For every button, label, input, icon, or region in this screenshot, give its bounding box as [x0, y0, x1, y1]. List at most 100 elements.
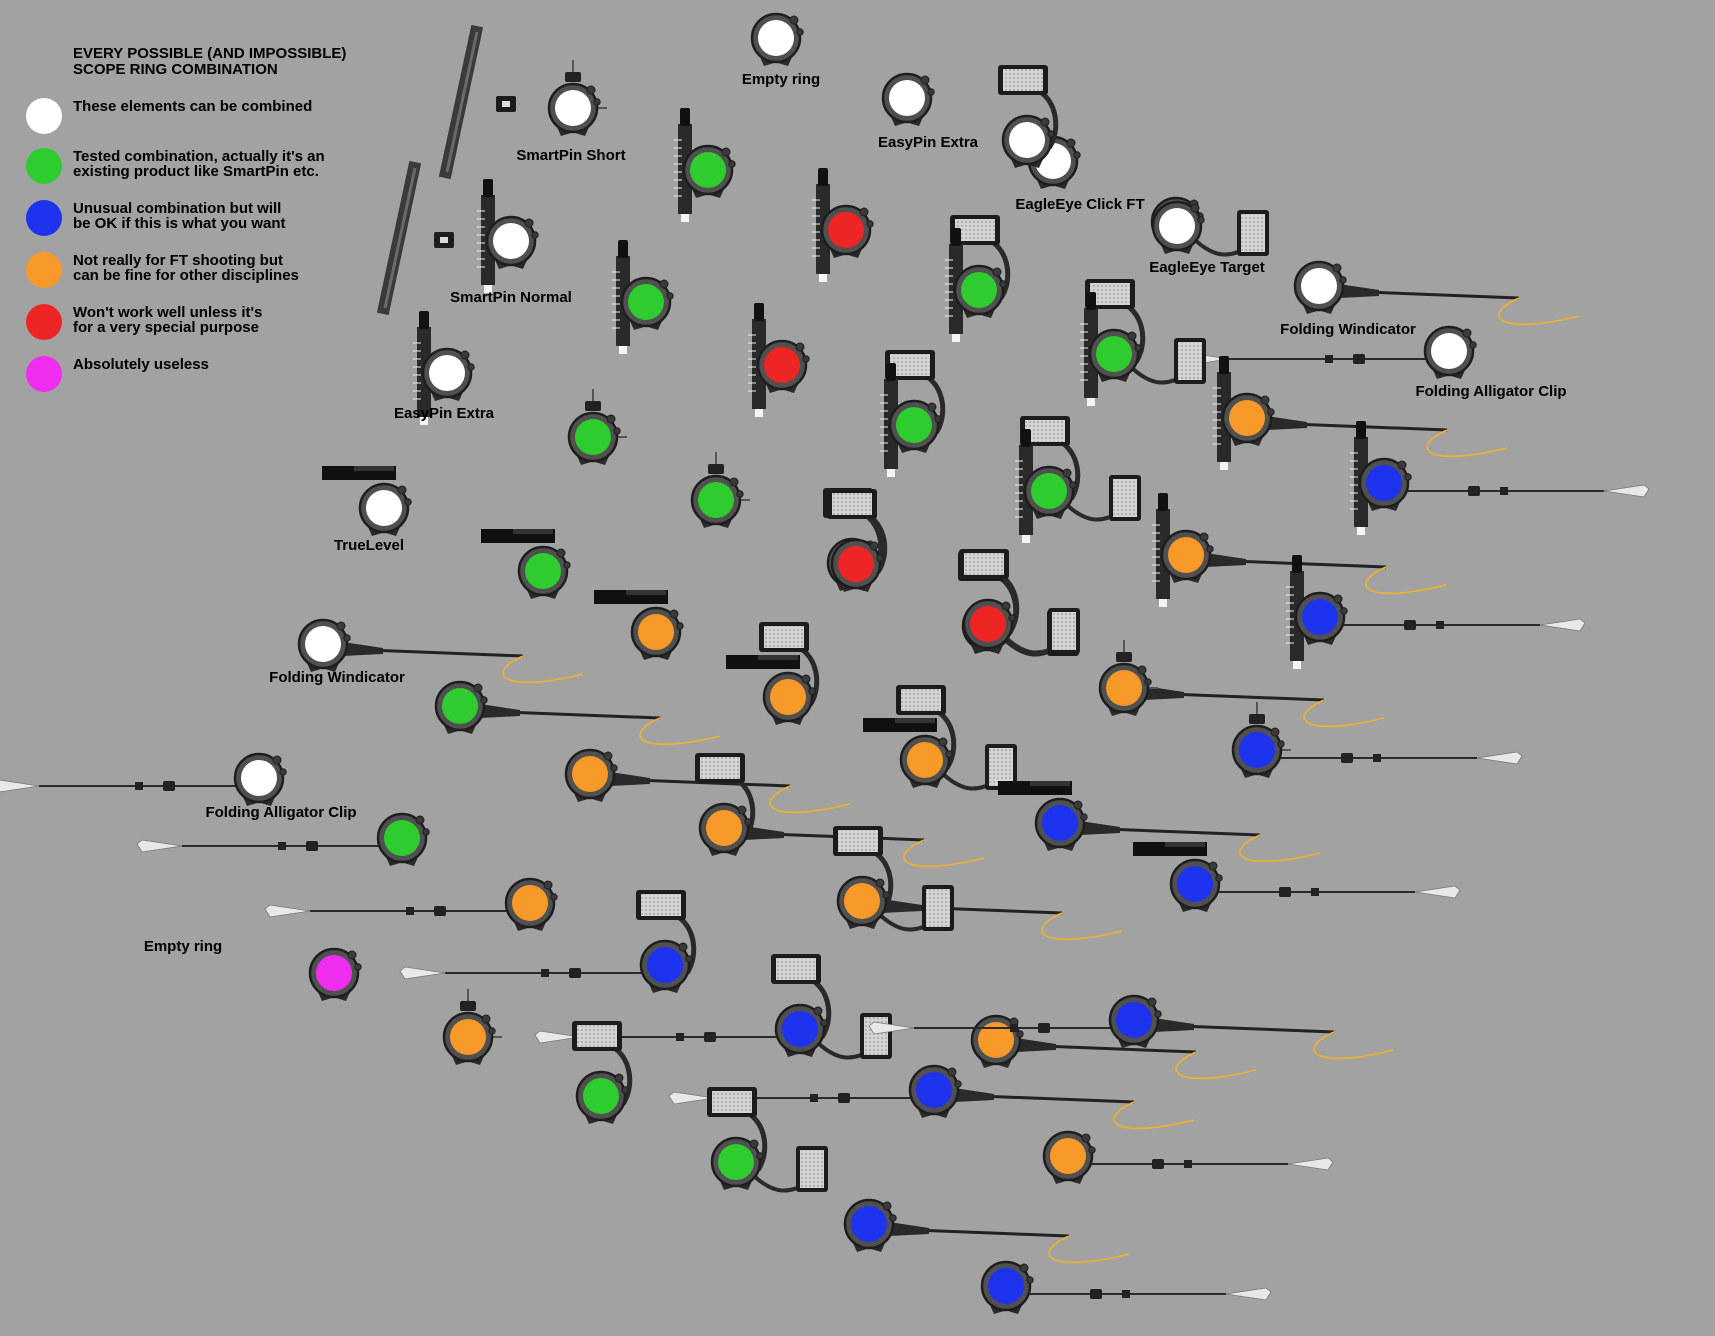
ring-fill-green — [690, 152, 726, 188]
scope-ring — [970, 1014, 1024, 1068]
truelevel-block — [863, 718, 937, 732]
ring-fill-orange — [844, 883, 880, 919]
scope-ring — [564, 748, 618, 802]
ring-fill-red — [828, 212, 864, 248]
scope-ring — [1169, 858, 1223, 912]
scope-ring — [434, 680, 488, 734]
windicator-arm — [1143, 686, 1385, 728]
legend-dot-red — [26, 304, 62, 340]
eagleeye-pad — [759, 622, 820, 707]
windicator-arm — [881, 899, 1123, 941]
alligator-clip-arm — [534, 1030, 778, 1044]
legend-dot-green — [26, 148, 62, 184]
combination-magenta-57 — [308, 947, 362, 1001]
scope-ring — [1088, 328, 1142, 382]
combination-green-14 — [674, 108, 736, 222]
ring-fill-green — [896, 407, 932, 443]
ring-fill-white — [1301, 268, 1337, 304]
combination-white-12 — [0, 752, 287, 806]
ring-fill-red — [838, 546, 874, 582]
ring-fill-green — [384, 820, 420, 856]
ring-fill-orange — [572, 756, 608, 792]
alligator-clip-arm — [1028, 1287, 1272, 1301]
combination-white-1 — [881, 72, 935, 126]
windicator-arm — [1338, 284, 1580, 326]
combination-white-7 — [998, 65, 1059, 168]
ring-fill-orange — [978, 1022, 1014, 1058]
label-smartpin-normal: SmartPin Normal — [450, 289, 572, 306]
ring-fill-white — [1431, 333, 1467, 369]
combination-items — [0, 12, 1650, 1314]
ring-fill-blue — [851, 1206, 887, 1242]
eagleeye-target — [752, 1146, 828, 1193]
scope-ring — [1358, 457, 1412, 511]
scope-ring — [567, 411, 621, 465]
combination-blue-44 — [1350, 421, 1650, 535]
combination-white-4 — [547, 60, 607, 136]
ring-fill-green — [442, 688, 478, 724]
label-easypin-extra-top: EasyPin Extra — [877, 134, 979, 151]
scope-ring — [843, 1198, 897, 1252]
truelevel-block — [594, 590, 668, 604]
scope-ring — [820, 204, 874, 258]
ring-fill-white — [1009, 122, 1045, 158]
alligator-clip-arm — [1090, 1157, 1334, 1171]
eagleeye-target — [1193, 210, 1269, 257]
legend-dot-magenta — [26, 356, 62, 392]
scope-ring — [517, 545, 571, 599]
windicator-arm — [1015, 1038, 1257, 1080]
combination-white-13 — [1183, 325, 1477, 379]
ring-fill-green — [628, 284, 664, 320]
ring-fill-blue — [1302, 599, 1338, 635]
combination-orange-38 — [695, 753, 985, 868]
ring-fill-orange — [638, 614, 674, 650]
title-line-2: SCOPE RING COMBINATION — [73, 61, 278, 78]
combination-blue-52 — [668, 1064, 1195, 1130]
ring-fill-white — [305, 626, 341, 662]
combination-orange-43 — [1042, 1130, 1334, 1184]
ring-fill-blue — [782, 1011, 818, 1047]
scope-ring — [297, 618, 351, 672]
scope-ring — [358, 482, 412, 536]
combination-red-30 — [959, 549, 1080, 655]
windicator-arm — [342, 642, 584, 684]
combination-white-5 — [477, 179, 539, 293]
combination-blue-51 — [868, 994, 1395, 1060]
ring-fill-blue — [916, 1072, 952, 1108]
label-empty-ring-top: Empty ring — [741, 71, 821, 88]
ring-fill-magenta — [316, 955, 352, 991]
scope-ring — [575, 1070, 629, 1124]
ring-fill-green — [698, 482, 734, 518]
ring-fill-red — [970, 606, 1006, 642]
ring-fill-orange — [1050, 1138, 1086, 1174]
combination-white-9 — [322, 466, 412, 536]
ring-fill-white — [758, 20, 794, 56]
scope-ring — [953, 264, 1007, 318]
label-eagleeye-click-ft: EagleEye Click FT — [1015, 196, 1145, 213]
windicator-arm — [1266, 416, 1508, 458]
eagleeye-pad — [827, 489, 888, 574]
scope-ring — [1034, 797, 1088, 851]
truelevel-block — [726, 655, 800, 669]
scope-ring — [836, 875, 890, 929]
label-folding-alligator-clip-right: Folding Alligator Clip — [1415, 383, 1567, 400]
ring-fill-green — [961, 272, 997, 308]
label-easypin-extra-left: EasyPin Extra — [393, 405, 495, 422]
combination-green-23 — [434, 680, 721, 746]
ring-fill-green — [575, 419, 611, 455]
combination-orange-33 — [594, 590, 684, 660]
eagleeye-pad — [959, 549, 1020, 634]
scope-ring — [962, 598, 1016, 652]
combination-orange-32 — [1152, 493, 1447, 607]
scope-ring — [710, 1136, 764, 1190]
scope-ring — [762, 671, 816, 725]
windicator-arm — [479, 704, 721, 746]
scope-ring — [698, 802, 752, 856]
combination-red-28 — [748, 303, 810, 417]
ring-fill-orange — [450, 1019, 486, 1055]
scope-ring — [442, 1011, 496, 1065]
combination-blue-45 — [1286, 555, 1586, 669]
combination-green-17 — [1080, 279, 1206, 406]
